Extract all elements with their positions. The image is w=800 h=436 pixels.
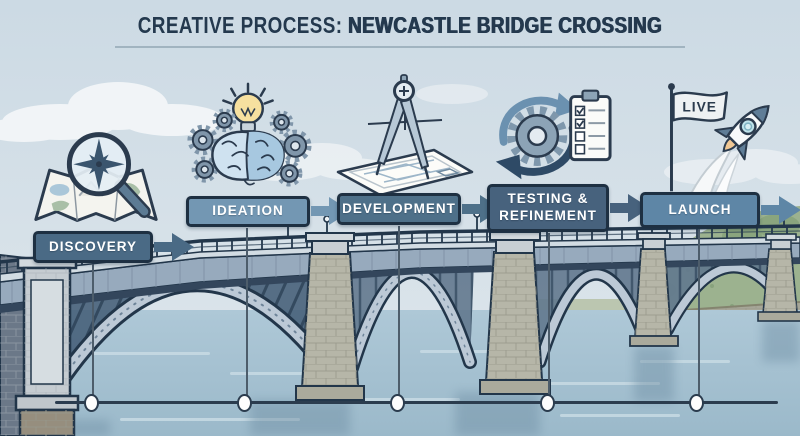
pier-reflections	[20, 320, 800, 436]
timeline-dot-discovery	[84, 394, 99, 412]
page-title-prefix: CREATIVE PROCESS:	[137, 12, 343, 38]
stage-box-testing: TESTING & REFINEMENT	[487, 184, 609, 232]
stage-connector-testing	[548, 233, 550, 403]
stage-label-launch: LAUNCH	[668, 201, 732, 217]
stage-arrow-launch	[761, 196, 800, 224]
stage-label-development: DEVELOPMENT	[342, 200, 456, 216]
bridge	[0, 206, 800, 436]
stage-arrow-ideation	[311, 197, 351, 225]
stage-label-discovery: DISCOVERY	[48, 238, 138, 254]
gears	[187, 108, 312, 187]
stage-arrow-discovery	[154, 233, 194, 261]
brain-lightbulb-gears-icon	[187, 82, 312, 187]
stage-connector-ideation	[246, 228, 248, 403]
page-title-main: NEWCASTLE BRIDGE CROSSING	[348, 12, 663, 38]
timeline-dot-launch	[689, 394, 704, 412]
stage-box-development: DEVELOPMENT	[337, 193, 461, 225]
page-title: CREATIVE PROCESS: NEWCASTLE BRIDGE CROSS…	[72, 12, 728, 39]
stage-box-ideation: IDEATION	[186, 196, 310, 227]
stage-connector-development	[398, 226, 400, 403]
smoke-trail	[689, 145, 740, 195]
drafting-compass-blueprint-icon	[336, 74, 474, 196]
bridge-pylons	[14, 231, 800, 436]
timeline-dot-ideation	[237, 394, 252, 412]
clipboard	[569, 89, 612, 162]
stage-box-discovery: DISCOVERY	[33, 231, 153, 263]
stage-box-launch: LAUNCH	[640, 192, 760, 228]
stage-arrow-testing	[610, 194, 650, 222]
rocket	[714, 104, 770, 161]
stage-label-testing: TESTING & REFINEMENT	[499, 191, 597, 223]
map-magnifier-icon	[34, 132, 158, 222]
title-underline	[115, 46, 685, 48]
stage-arrow-development	[462, 195, 502, 223]
stage-connector-discovery	[92, 264, 94, 403]
gear-checklist-cycle-icon	[495, 89, 612, 180]
timeline-dot-development	[390, 394, 405, 412]
rocket-launch-flag-icon: LIVE	[668, 83, 770, 195]
timeline-dot-testing	[540, 394, 555, 412]
river	[0, 310, 800, 436]
timeline-line	[55, 401, 778, 404]
stage-label-ideation: IDEATION	[212, 203, 284, 219]
flag-label: LIVE	[682, 98, 717, 114]
stage-connector-launch	[698, 229, 700, 403]
